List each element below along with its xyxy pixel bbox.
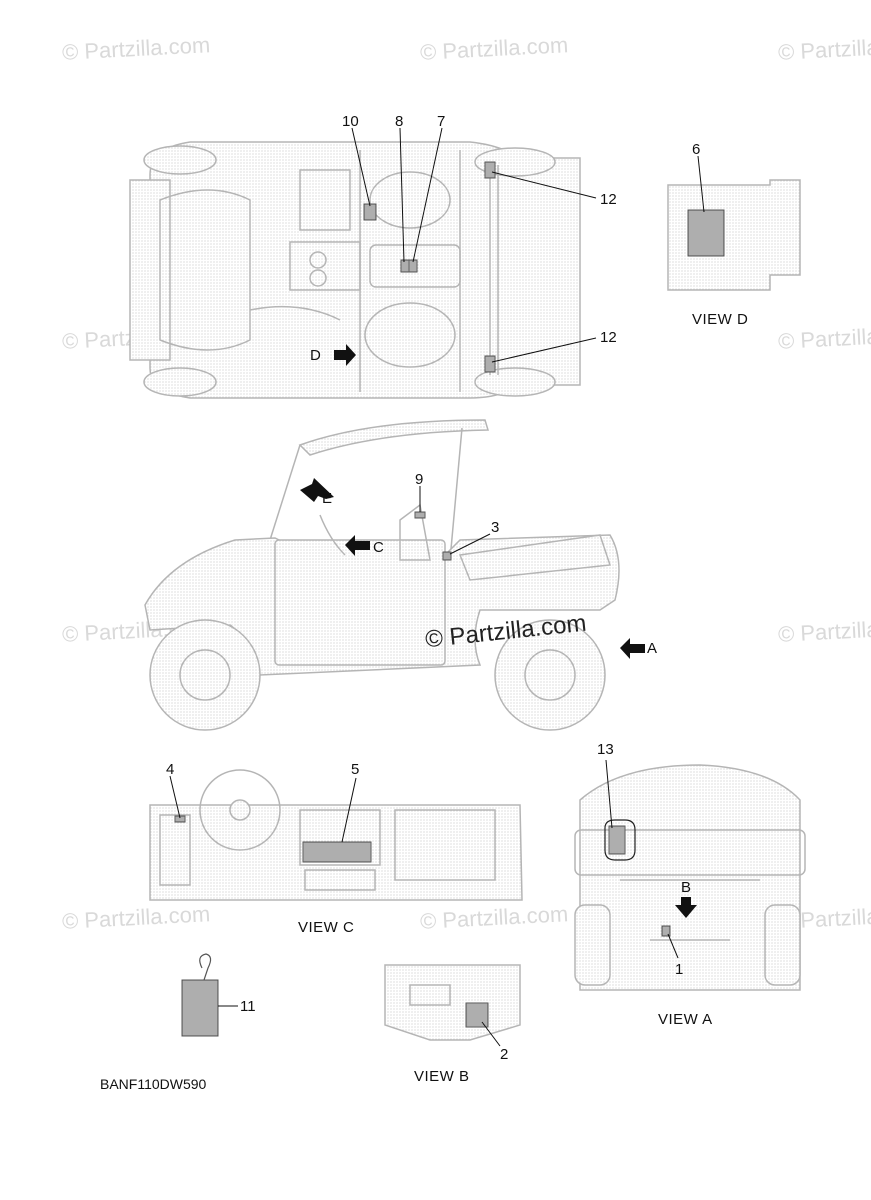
decal-3-patch: [442, 551, 452, 561]
diagram-code: BANF110DW590: [100, 1076, 207, 1092]
decal-5-patch: [302, 841, 372, 863]
view-d-drawing: [667, 179, 801, 291]
arrow-c-label: C: [373, 539, 384, 556]
view-b-title: VIEW B: [414, 1068, 470, 1085]
leader-lines-view-a: [605, 759, 679, 959]
callout-13: 13: [597, 741, 614, 758]
view-a-drawing: [574, 764, 806, 991]
decal-1-patch: [661, 925, 671, 937]
callout-12-top: 12: [600, 191, 617, 208]
callout-10: 10: [342, 113, 359, 130]
arrow-b-shape: [675, 897, 697, 918]
decal-9-patch: [414, 511, 426, 519]
arrow-d-shape: [334, 344, 356, 366]
vehicle-top-view: [129, 141, 581, 399]
decal-13-patch: [608, 825, 626, 855]
arrow-e-shape: [300, 478, 334, 502]
callout-9: 9: [415, 471, 424, 488]
arrow-c-shape: [345, 535, 370, 556]
decal-12a-patch: [484, 161, 496, 179]
callout-11: 11: [240, 998, 256, 1015]
view-c-drawing: [149, 769, 523, 901]
callout-8: 8: [395, 113, 404, 130]
decal-10-patch: [363, 203, 377, 221]
view-a-title: VIEW A: [658, 1011, 713, 1028]
callout-2: 2: [500, 1046, 509, 1063]
leader-lines-side: [419, 486, 491, 555]
leader-lines-top: [351, 127, 597, 363]
arrow-a-label: A: [647, 640, 658, 657]
vehicle-side-view: [144, 419, 620, 731]
callout-6: 6: [692, 141, 701, 158]
decal-2-patch: [465, 1002, 489, 1028]
arrow-e-label: E: [322, 490, 333, 507]
callout-7: 7: [437, 113, 446, 130]
arrow-b-label: B: [681, 879, 692, 896]
arrow-d-label: D: [310, 347, 321, 364]
decal-12b-patch: [484, 355, 496, 373]
callout-4: 4: [166, 761, 175, 778]
leader-lines-view-c: [169, 775, 357, 843]
arrow-a-shape: [620, 638, 645, 659]
view-b-drawing: [384, 964, 521, 1041]
callout-3: 3: [491, 519, 500, 536]
callout-5: 5: [351, 761, 360, 778]
decal-6-patch: [687, 209, 725, 257]
decal-8-patch: [400, 259, 410, 273]
callout-1: 1: [675, 961, 684, 978]
callout-12-bottom: 12: [600, 329, 617, 346]
view-d-title: VIEW D: [692, 311, 749, 328]
hang-tag-drawing: [181, 953, 238, 1037]
view-c-title: VIEW C: [298, 919, 355, 936]
